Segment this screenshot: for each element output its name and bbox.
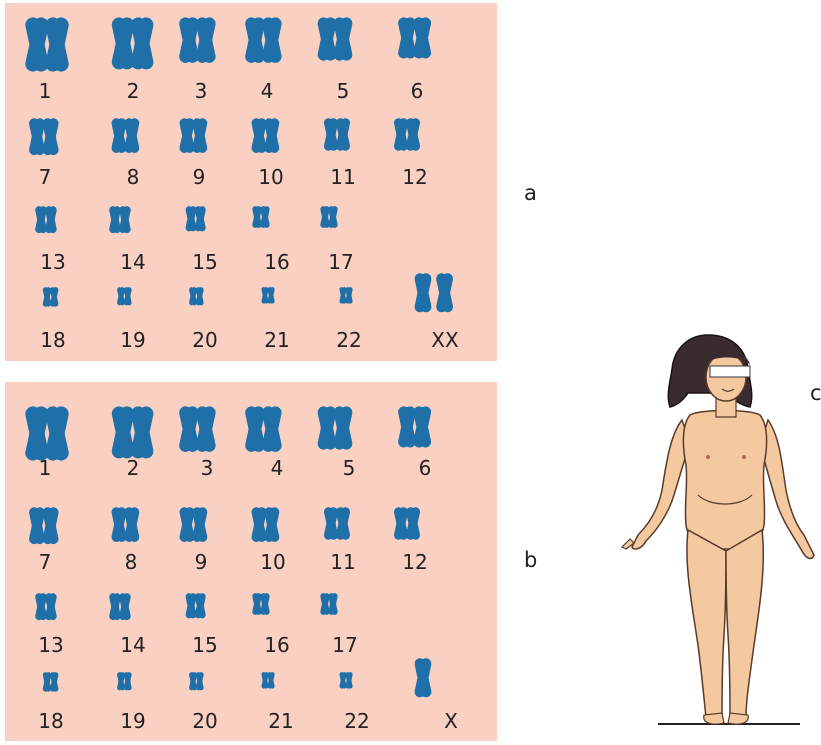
chromosome-pair-2 [110,405,154,460]
panel-label-a: a [524,181,537,205]
chromosome-pair-16 [252,593,270,616]
chromosome-label-22: 22 [336,328,361,352]
chromosome-pair-13 [35,206,58,234]
chromosome-label-1: 1 [39,79,52,103]
chromosome-label-12: 12 [402,550,427,574]
chromosome-label-22: 22 [344,709,369,733]
sex-chromosome [414,272,454,313]
chromosome-pair-6 [397,405,432,448]
chromosome-label-6: 6 [419,456,432,480]
chromosome-pair-14 [109,593,132,621]
chromosome-pair-6 [397,16,432,59]
chromosome-pair-12 [393,506,421,540]
chromosome-pair-5 [317,405,354,451]
chromosome-pair-4 [244,16,283,64]
chromosome-label-16: 16 [264,633,289,657]
chromosome-label-18: 18 [40,328,65,352]
chromosome-label-4: 4 [261,79,274,103]
chromosome-pair-22 [339,287,353,304]
chromosome-label-2: 2 [127,79,140,103]
chromosome-label-11: 11 [330,165,355,189]
chromosome-label-5: 5 [337,79,350,103]
chromosome-pair-17 [320,593,338,616]
chromosome-pair-14 [109,206,132,234]
chromosome-label-20: 20 [192,709,217,733]
chromosome-pair-1 [24,16,70,73]
chromosome-pair-15 [185,593,206,619]
chromosome-pair-7 [28,117,59,156]
chromosome-label-2: 2 [127,456,140,480]
chromosome-pair-4 [244,405,283,453]
chromosome-pair-20 [189,287,204,306]
chromosome-label-13: 13 [38,633,63,657]
chromosome-label-10: 10 [258,165,283,189]
chromosome-pair-8 [111,506,141,542]
chromosome-pair-3 [178,405,217,453]
chromosome-pair-13 [35,593,58,621]
sex-chromosome [414,657,433,698]
chromosome-pair-1 [24,405,70,462]
chromosome-label-6: 6 [411,79,424,103]
chromosome-label-7: 7 [39,550,52,574]
person-illustration [600,325,821,730]
chromosome-label-9: 9 [195,550,208,574]
chromosome-pair-5 [317,16,354,62]
chromosome-pair-18 [42,672,59,692]
chromosome-label-17: 17 [332,633,357,657]
chromosome-pair-2 [110,16,154,71]
karyotype-panel-a: 1 2 3 4 5 6 7 8 9 10 11 12 13 14 15 16 1… [5,3,497,361]
panel-label-b: b [524,548,537,572]
chromosome-pair-7 [28,506,59,545]
chromosome-pair-10 [251,506,281,542]
chromosome-label-15: 15 [192,250,217,274]
chromosome-label-8: 8 [125,550,138,574]
chromosome-pair-9 [179,506,209,542]
chromosome-pair-12 [393,117,421,151]
chromosome-pair-3 [178,16,217,64]
karyotype-panel-b: 1 2 3 4 5 6 7 8 9 10 11 12 13 14 15 16 1… [5,382,497,741]
chromosome-pair-10 [251,117,281,153]
chromosome-pair-17 [320,206,338,229]
chromosome-label-15: 15 [192,633,217,657]
chromosome-pair-19 [117,672,132,691]
chromosome-label-16: 16 [264,250,289,274]
chromosome-label-21: 21 [268,709,293,733]
chromosome-label-13: 13 [40,250,65,274]
chromosome-label-19: 19 [120,328,145,352]
chromosome-pair-15 [185,206,206,232]
chromosome-pair-22 [339,672,353,689]
chromosome-label-18: 18 [38,709,63,733]
chromosome-pair-21 [261,287,275,304]
chromosome-label-3: 3 [201,456,214,480]
chromosome-label-21: 21 [264,328,289,352]
chromosome-pair-9 [179,117,209,153]
chromosome-pair-20 [189,672,204,691]
chromosome-label-20: 20 [192,328,217,352]
chromosome-label-8: 8 [127,165,140,189]
chromosome-pair-11 [323,506,351,540]
chromosome-pair-21 [261,672,275,689]
chromosome-label-7: 7 [39,165,52,189]
chromosome-label-14: 14 [120,633,145,657]
chromosome-pair-11 [323,117,351,151]
chromosome-label-11: 11 [330,550,355,574]
chromosome-label-19: 19 [120,709,145,733]
chromosome-label-14: 14 [120,250,145,274]
chromosome-label-5: 5 [343,456,356,480]
sex-chromosome-label: X [444,709,458,733]
chromosome-label-9: 9 [193,165,206,189]
chromosome-pair-16 [252,206,270,229]
chromosome-label-12: 12 [402,165,427,189]
chromosome-label-1: 1 [39,456,52,480]
chromosome-label-3: 3 [195,79,208,103]
chromosome-pair-19 [117,287,132,306]
chromosome-pair-18 [42,287,59,307]
chromosome-pair-8 [111,117,141,153]
chromosome-label-17: 17 [328,250,353,274]
chromosome-label-4: 4 [271,456,284,480]
sex-chromosome-label: XX [431,328,458,352]
chromosome-label-10: 10 [260,550,285,574]
